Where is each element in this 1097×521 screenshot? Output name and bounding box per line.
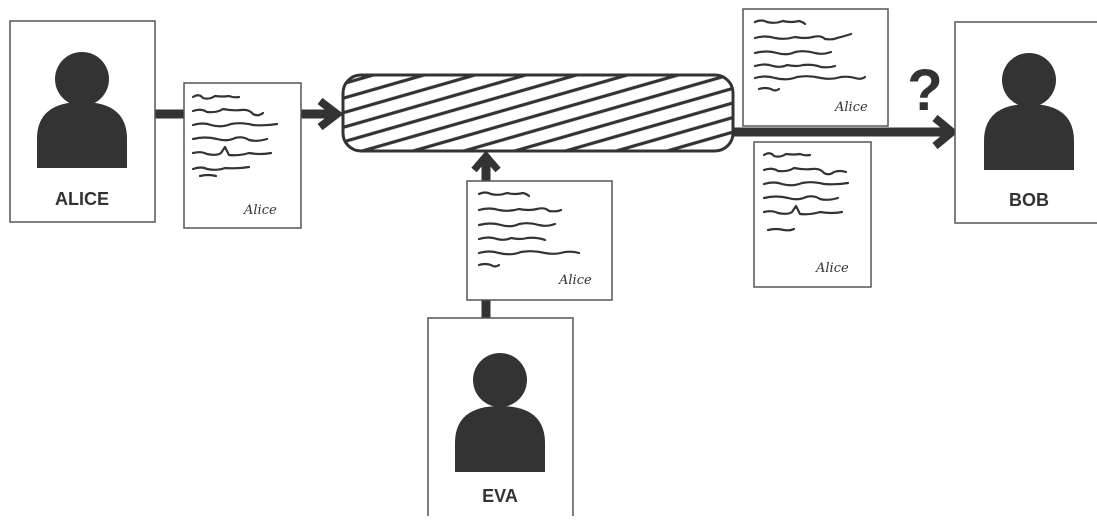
handwriting-lines: [753, 19, 867, 92]
handwriting-lines: [191, 94, 279, 178]
alice-label: ALICE: [55, 189, 109, 209]
bob-document-lower-signature: Alice: [815, 261, 849, 276]
eva-document-signature: Alice: [558, 273, 592, 288]
question-mark-icon: ?: [907, 58, 942, 123]
bob-card: BOB: [954, 21, 1097, 224]
bob-label: BOB: [1009, 190, 1049, 210]
bob-person-icon: [984, 53, 1074, 170]
hatched-channel: [341, 73, 735, 153]
alice-card: ALICE: [9, 20, 156, 223]
eva-to-channel-arrow: [471, 150, 501, 320]
alice-person-icon: [37, 52, 127, 168]
alice-document: Alice: [183, 82, 302, 229]
eva-label: EVA: [482, 486, 518, 506]
bob-document-upper-signature: Alice: [834, 100, 868, 115]
handwriting-lines: [762, 152, 850, 232]
alice-document-signature: Alice: [243, 203, 277, 218]
bob-document-lower: Alice: [753, 141, 872, 288]
bob-document-upper: Alice: [742, 8, 889, 127]
handwriting-lines: [477, 191, 581, 268]
eva-person-icon: [455, 353, 545, 472]
eva-document: Alice: [466, 180, 613, 301]
channel-to-bob-arrow: [732, 114, 959, 150]
eva-card: EVA: [427, 317, 574, 521]
